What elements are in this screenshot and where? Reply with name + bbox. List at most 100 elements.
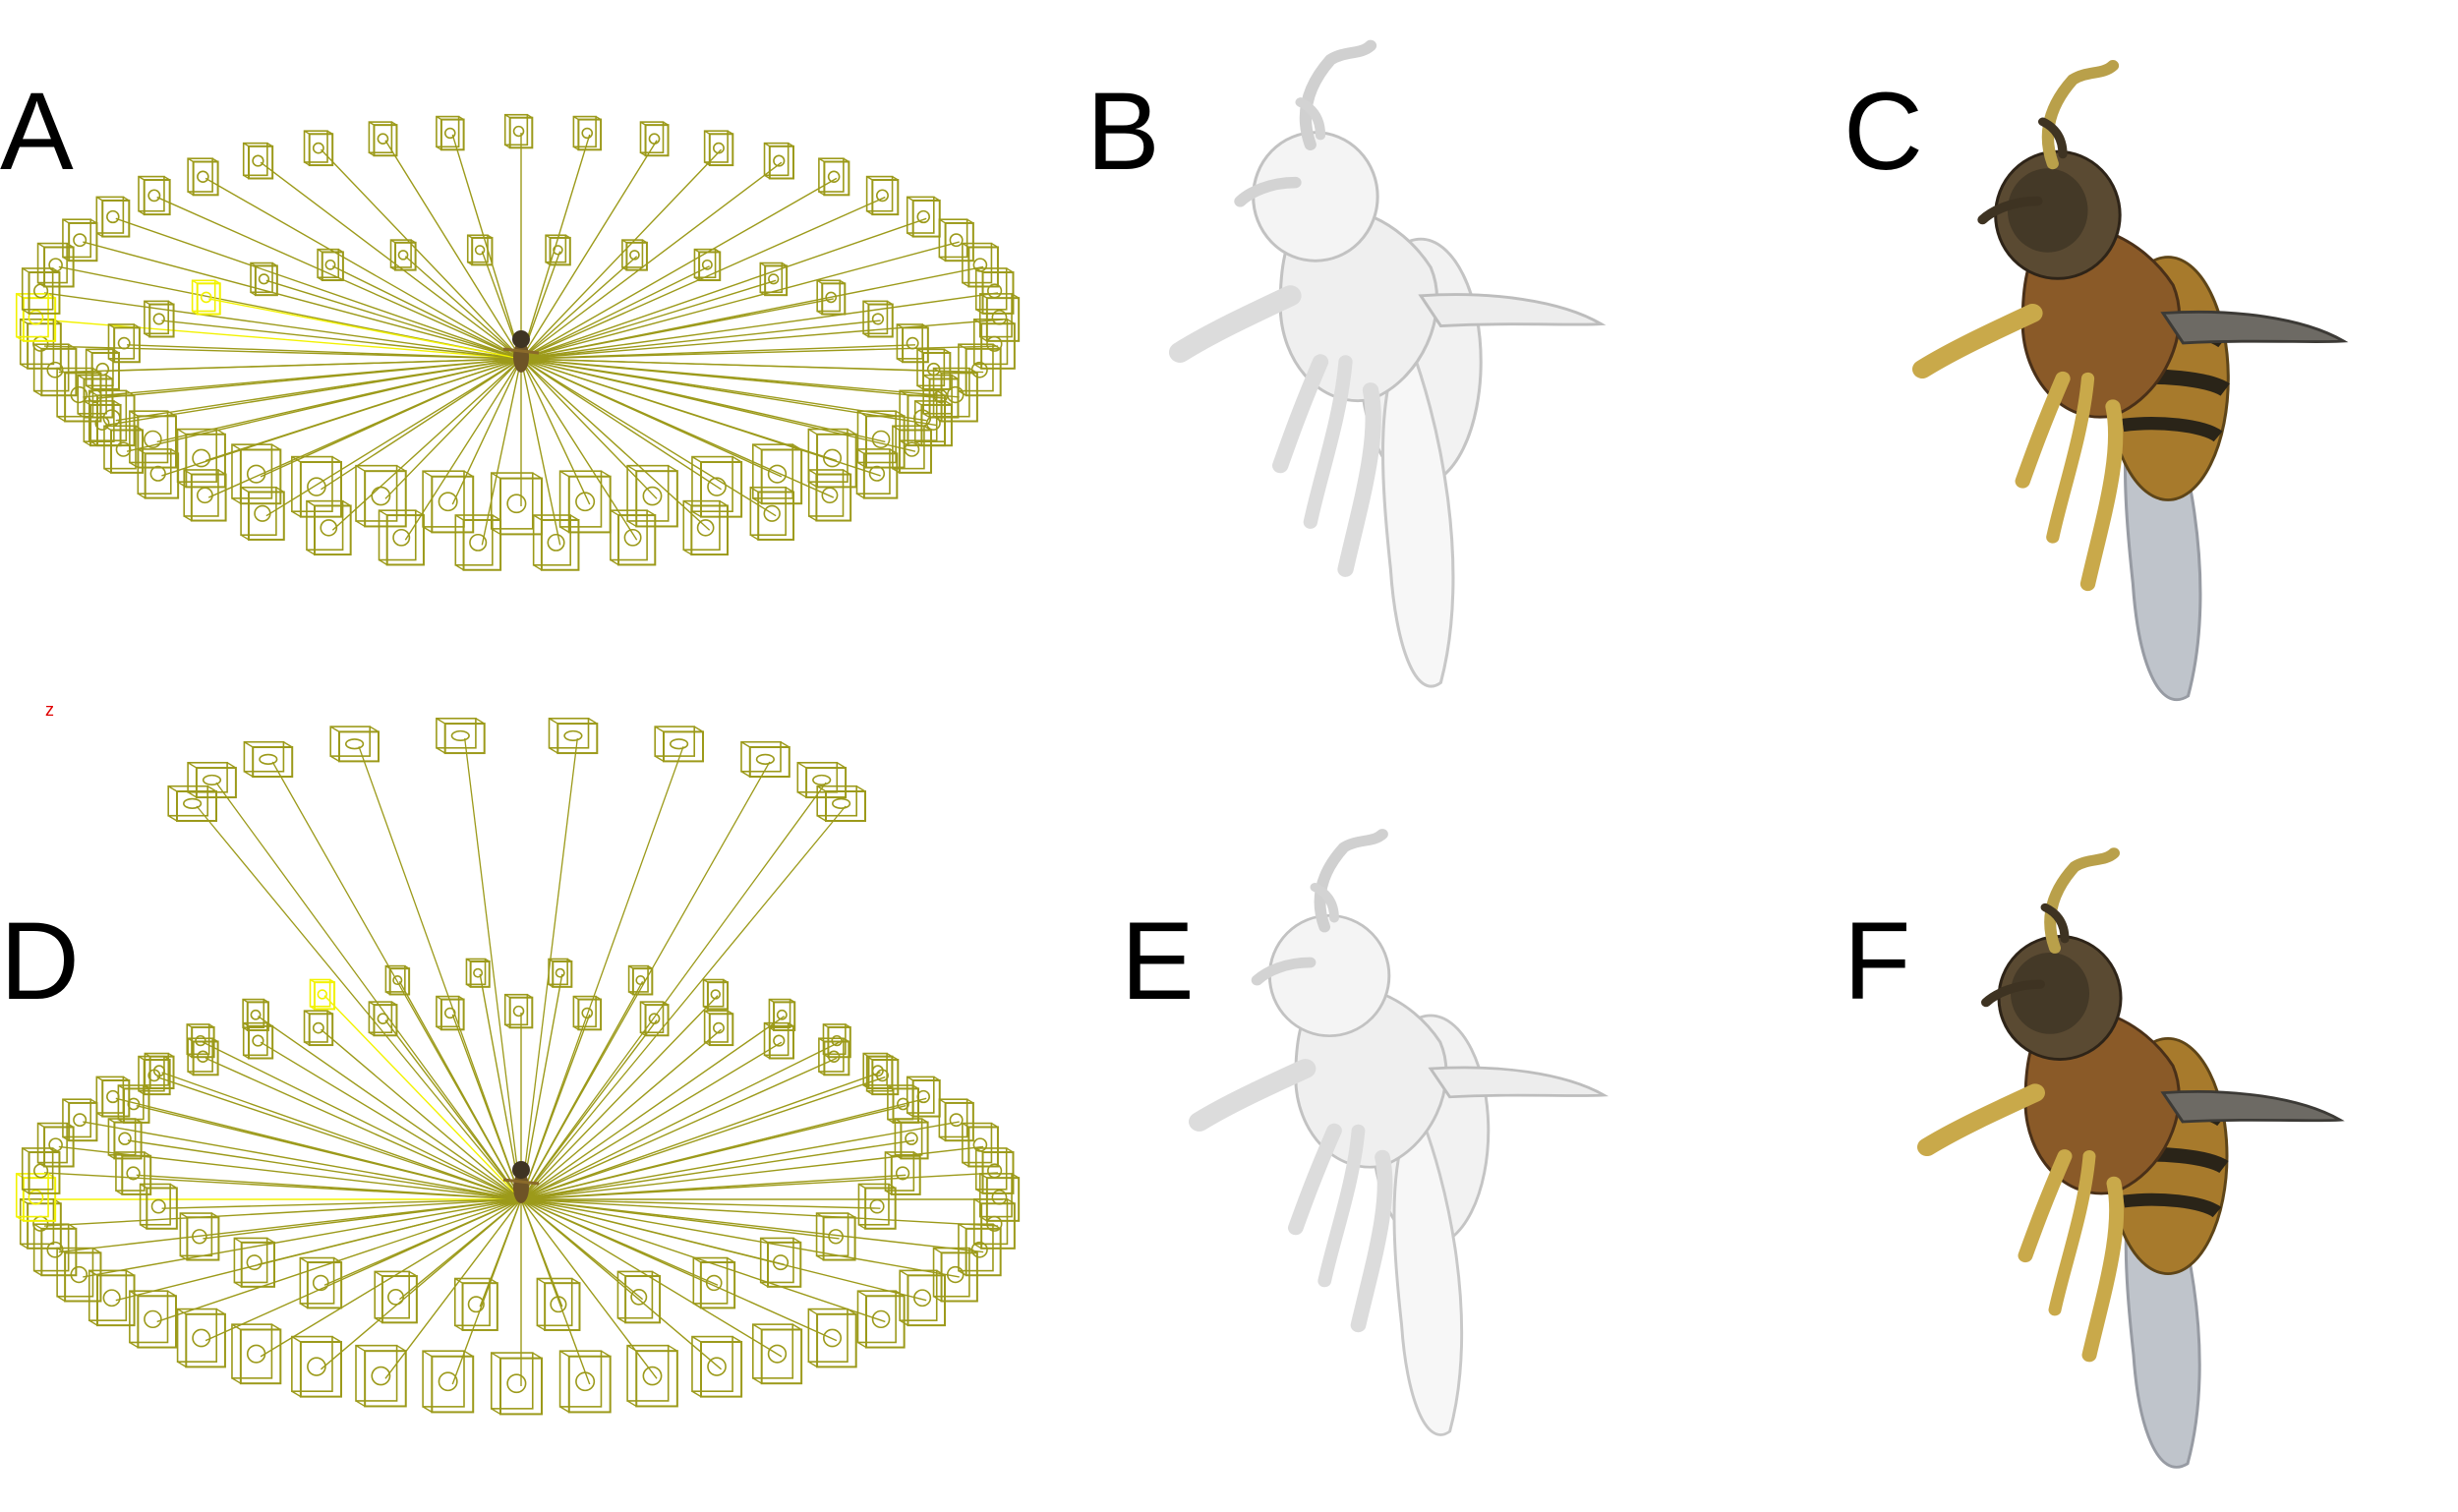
camera-icon [144,1052,175,1090]
bee-textured-c [1922,66,2343,700]
camera-icon [899,1269,946,1327]
camera-icon [857,1183,897,1230]
camera-icon [107,1118,143,1160]
camera-icon [466,234,494,266]
camera-icon [621,239,648,271]
camera-icon [855,448,899,499]
camera-icon [36,242,75,288]
camera-icon [807,428,857,489]
camera-icon [85,348,120,390]
camera-icon [610,509,657,566]
camera-icon [626,1344,678,1408]
camera-icon [21,267,61,315]
camera-icon [503,113,534,149]
camera-icon [532,514,580,571]
camera-icon [768,998,796,1031]
camera-icon [691,1335,743,1398]
camera-icon [139,1183,178,1230]
camera-icon [453,1277,498,1331]
panel-label-a: A [0,70,74,193]
camera-icon [536,1277,581,1331]
camera-icon [572,995,603,1031]
camera-icon [862,1052,894,1090]
camera-icon [233,1237,275,1288]
camera-icon [231,1323,282,1385]
camera-icon [368,1001,398,1037]
camera-rig-ring-a [15,113,1021,571]
camera-icon [422,470,475,534]
camera-icon [862,300,894,338]
camera-icon [329,726,380,763]
camera-icon [740,740,790,779]
camera-icon [436,717,486,755]
camera-icon [176,1308,226,1368]
panel-label-b: B [1086,70,1160,193]
cameras [107,958,929,1331]
camera-icon [115,1151,152,1195]
camera-icon [240,486,285,541]
camera-icon [355,464,407,528]
camera-icon [436,115,465,151]
camera-icon [548,717,599,755]
camera-icon [958,343,1002,397]
axis-label-z: z [45,700,54,720]
camera-icon [62,218,98,262]
camera-icon [639,121,670,157]
camera-icon [422,1350,475,1414]
camera-icon [654,726,704,763]
camera-icon [896,323,929,364]
camera-icon [693,248,722,282]
camera-icon [191,279,221,316]
panel-label-d: D [0,900,80,1022]
camera-icon [179,1212,220,1261]
camera-icon [892,425,932,474]
panel-label-f: F [1844,900,1911,1022]
camera-icon [144,300,175,338]
camera-icon [32,1223,78,1277]
camera-icon [749,486,795,541]
camera-icon [95,196,131,238]
bee-specimen-icon [502,330,540,373]
cameras [77,234,960,571]
camera-icon [186,1023,215,1059]
camera-rig-ring-d [15,717,1021,1416]
camera-icon [378,509,425,566]
camera-icon [138,175,171,216]
sight-lines [97,251,945,546]
camera-icon [309,978,336,1011]
camera-icon [374,1270,418,1324]
camera-icon [129,410,178,469]
camera-icon [572,115,603,151]
camera-icon [231,443,282,505]
camera-icon [818,1037,850,1076]
camera-icon [15,1173,57,1222]
camera-icon [818,157,850,197]
camera-icon [558,470,612,534]
camera-icon [703,130,734,167]
camera-icon [243,740,294,779]
panel-label-e: E [1121,900,1195,1022]
camera-icon [291,455,343,518]
camera-icon [916,348,952,390]
camera-icon [807,469,852,522]
camera-icon [759,262,789,297]
camera-icon [183,469,227,522]
camera-icon [299,1256,343,1309]
camera-icon [62,1098,98,1142]
camera-icon [682,499,729,556]
camera-icon [117,1084,150,1124]
camera-icon [36,1122,75,1168]
camera-icon [751,1323,803,1385]
camera-icon [137,448,180,499]
camera-icon [816,279,847,316]
camera-icon [306,499,352,556]
camera-icon [129,1290,178,1349]
camera-icon [703,1010,734,1047]
camera-icon [548,958,573,988]
camera-icon [503,993,534,1029]
bee-mesh-b [1180,45,1601,686]
camera-icon [702,978,730,1011]
camera-icon [807,1308,857,1368]
camera-icon [19,1198,62,1250]
